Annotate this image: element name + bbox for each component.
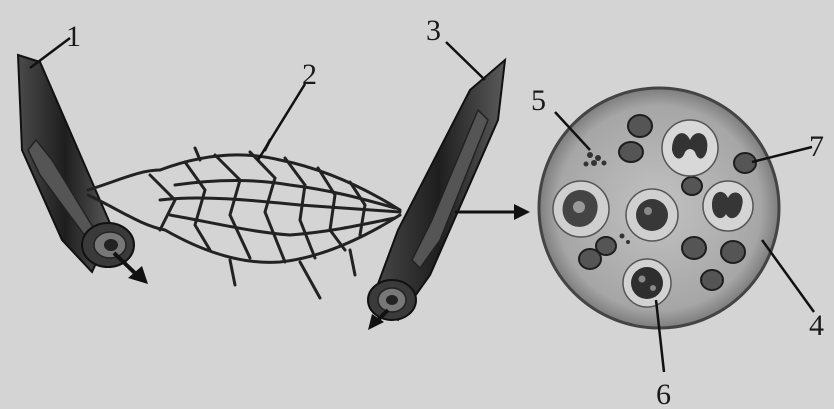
vein-vessel [368, 60, 505, 320]
label-2: 2 [302, 58, 317, 91]
label-7: 7 [809, 130, 824, 163]
magnify-arrow [455, 204, 530, 220]
label-5: 5 [531, 84, 546, 117]
label-3: 3 [426, 14, 441, 47]
label-6: 6 [656, 378, 671, 409]
label-1: 1 [66, 20, 81, 53]
label-4: 4 [809, 309, 824, 342]
artery-vessel [18, 55, 134, 272]
flow-arrow-out [114, 253, 148, 284]
